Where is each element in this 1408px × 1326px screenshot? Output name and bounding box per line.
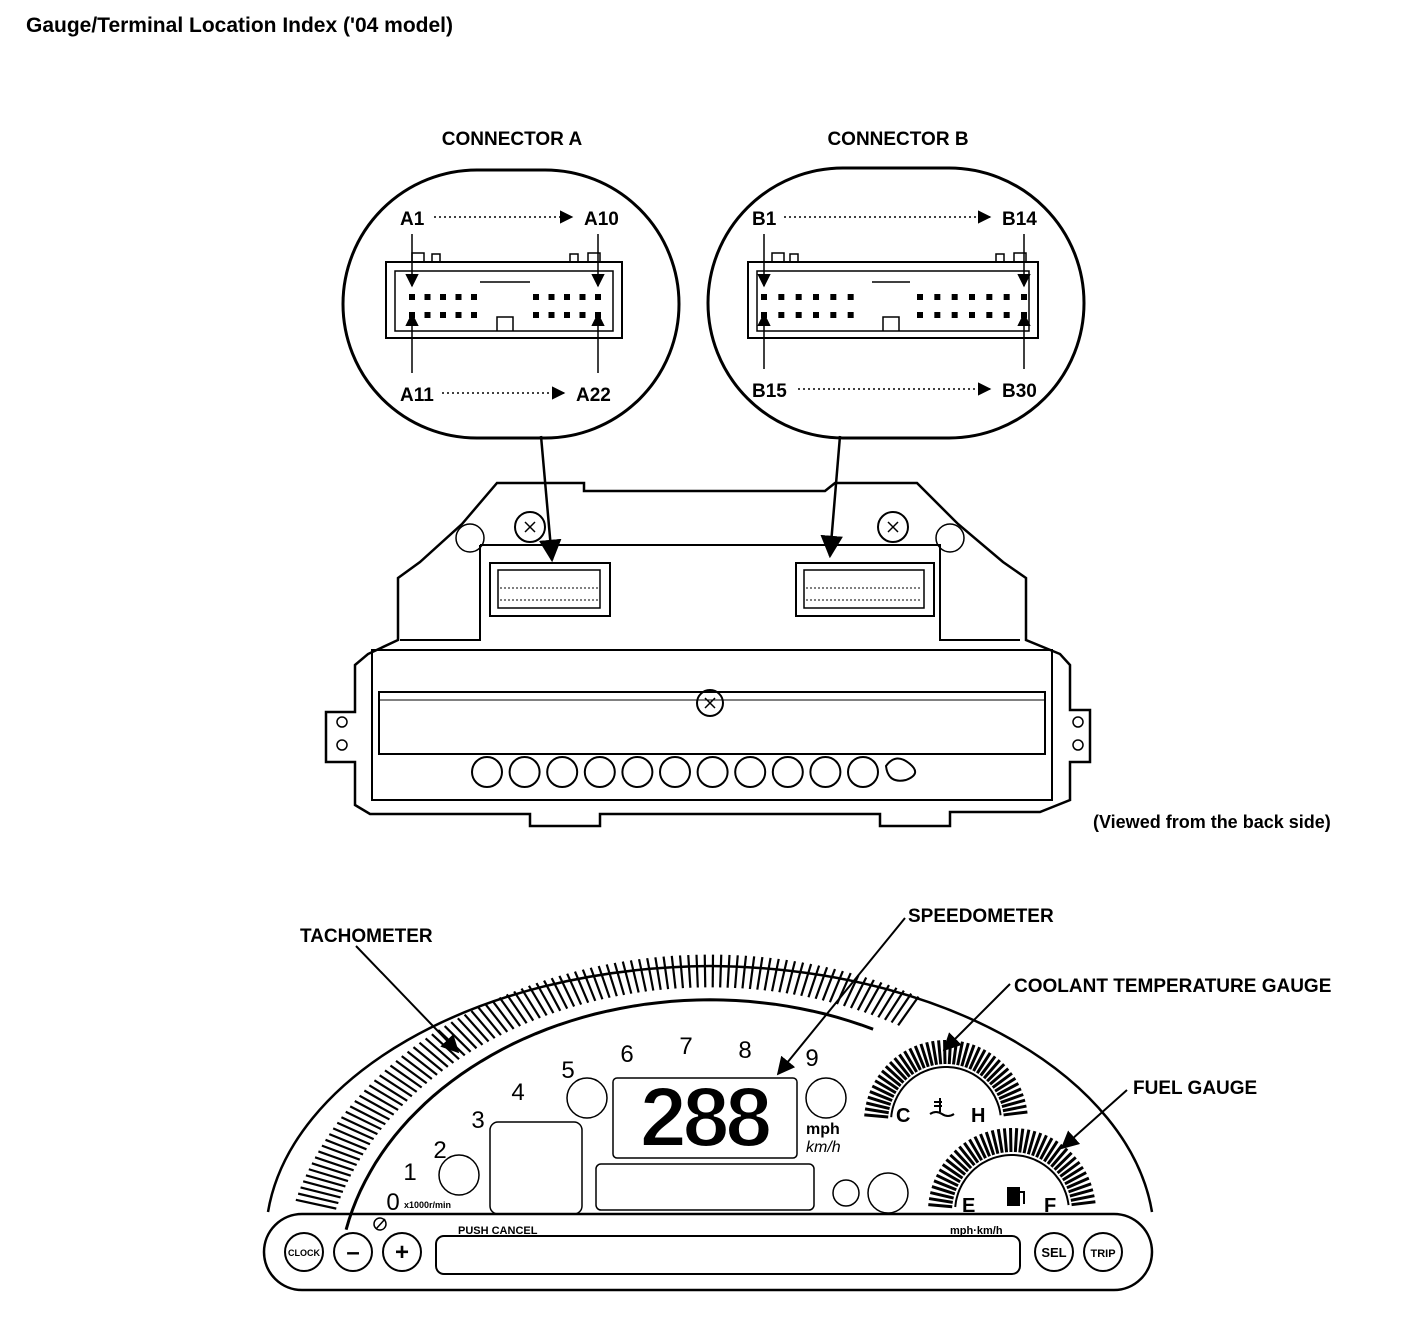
mph-kmh-label: mph·km/h (950, 1225, 1003, 1237)
trip-button[interactable]: TRIP (1083, 1232, 1123, 1272)
coolant-hot-label: H (971, 1105, 985, 1127)
clock-button-label: CLOCK (288, 1248, 320, 1258)
trip-button-label: TRIP (1090, 1248, 1115, 1260)
tach-number-7: 7 (679, 1033, 692, 1060)
pin-a22-label: A22 (576, 385, 611, 406)
tach-number-5: 5 (561, 1057, 574, 1084)
coolant-cold-label: C (896, 1105, 910, 1127)
tachometer-label: TACHOMETER (300, 926, 433, 947)
fuel-full-label: F (1044, 1195, 1056, 1217)
tach-number-8: 8 (738, 1037, 751, 1064)
pin-b1-label: B1 (752, 209, 777, 230)
cluster-back-view (324, 481, 1092, 828)
coolant-gauge-scale (864, 1039, 1028, 1119)
coolant-gauge-label: COOLANT TEMPERATURE GAUGE (1014, 976, 1331, 997)
dimmer-icon (373, 1217, 387, 1231)
tach-number-6: 6 (620, 1041, 633, 1068)
fuel-pump-icon (1007, 1187, 1025, 1206)
fuel-gauge-label: FUEL GAUGE (1133, 1078, 1257, 1099)
connector-a-title: CONNECTOR A (442, 129, 583, 150)
connector-a-pins (409, 294, 601, 318)
minus-button-label: – (346, 1239, 359, 1266)
sel-button[interactable]: SEL (1034, 1232, 1074, 1272)
connector-a-detail: CONNECTOR A A1 A10 A11 A22 (341, 129, 681, 440)
pin-b15-label: B15 (752, 381, 787, 402)
speed-unit-mph: mph (806, 1121, 840, 1138)
button-panel (262, 1212, 1154, 1292)
tach-number-2: 2 (433, 1137, 446, 1164)
connector-b-pins (761, 294, 1027, 318)
pin-a10-label: A10 (584, 209, 619, 230)
pin-a11-label: A11 (400, 385, 434, 406)
fuel-gauge-scale (928, 1127, 1096, 1209)
coolant-icon (929, 1098, 955, 1117)
tach-number-1: 1 (403, 1159, 416, 1186)
lcd-strip (435, 1235, 1021, 1275)
push-cancel-label: PUSH CANCEL (458, 1225, 538, 1237)
connector-b-detail: CONNECTOR B B1 B14 B15 B30 (706, 129, 1086, 440)
view-note: (Viewed from the back side) (1093, 812, 1331, 832)
plus-button-label: + (395, 1239, 409, 1266)
tach-number-9: 9 (805, 1045, 818, 1072)
speed-unit-kmh: km/h (806, 1139, 841, 1156)
pin-a1-label: A1 (400, 209, 425, 230)
tachometer-scale (295, 954, 920, 1210)
minus-button[interactable]: – (333, 1232, 373, 1272)
pin-b14-label: B14 (1002, 209, 1037, 230)
connector-b-circle (706, 166, 1086, 440)
page-title: Gauge/Terminal Location Index ('04 model… (26, 14, 454, 37)
tach-number-0: 0 (386, 1189, 399, 1216)
speed-display (612, 1077, 798, 1159)
tach-unit-label: x1000r/min (404, 1200, 451, 1210)
fuel-empty-label: E (962, 1195, 975, 1217)
pin-b30-label: B30 (1002, 381, 1037, 402)
connector-b-title: CONNECTOR B (827, 129, 968, 150)
plus-button[interactable]: + (382, 1232, 422, 1272)
connector-a-circle (341, 168, 681, 440)
speedometer-label: SPEEDOMETER (908, 906, 1054, 927)
tach-number-4: 4 (511, 1079, 524, 1106)
tach-number-3: 3 (471, 1107, 484, 1134)
bulb-sockets (471, 756, 879, 788)
clock-button[interactable]: CLOCK (284, 1232, 324, 1272)
speed-digits: 288 (640, 1070, 770, 1164)
sel-button-label: SEL (1041, 1245, 1066, 1260)
